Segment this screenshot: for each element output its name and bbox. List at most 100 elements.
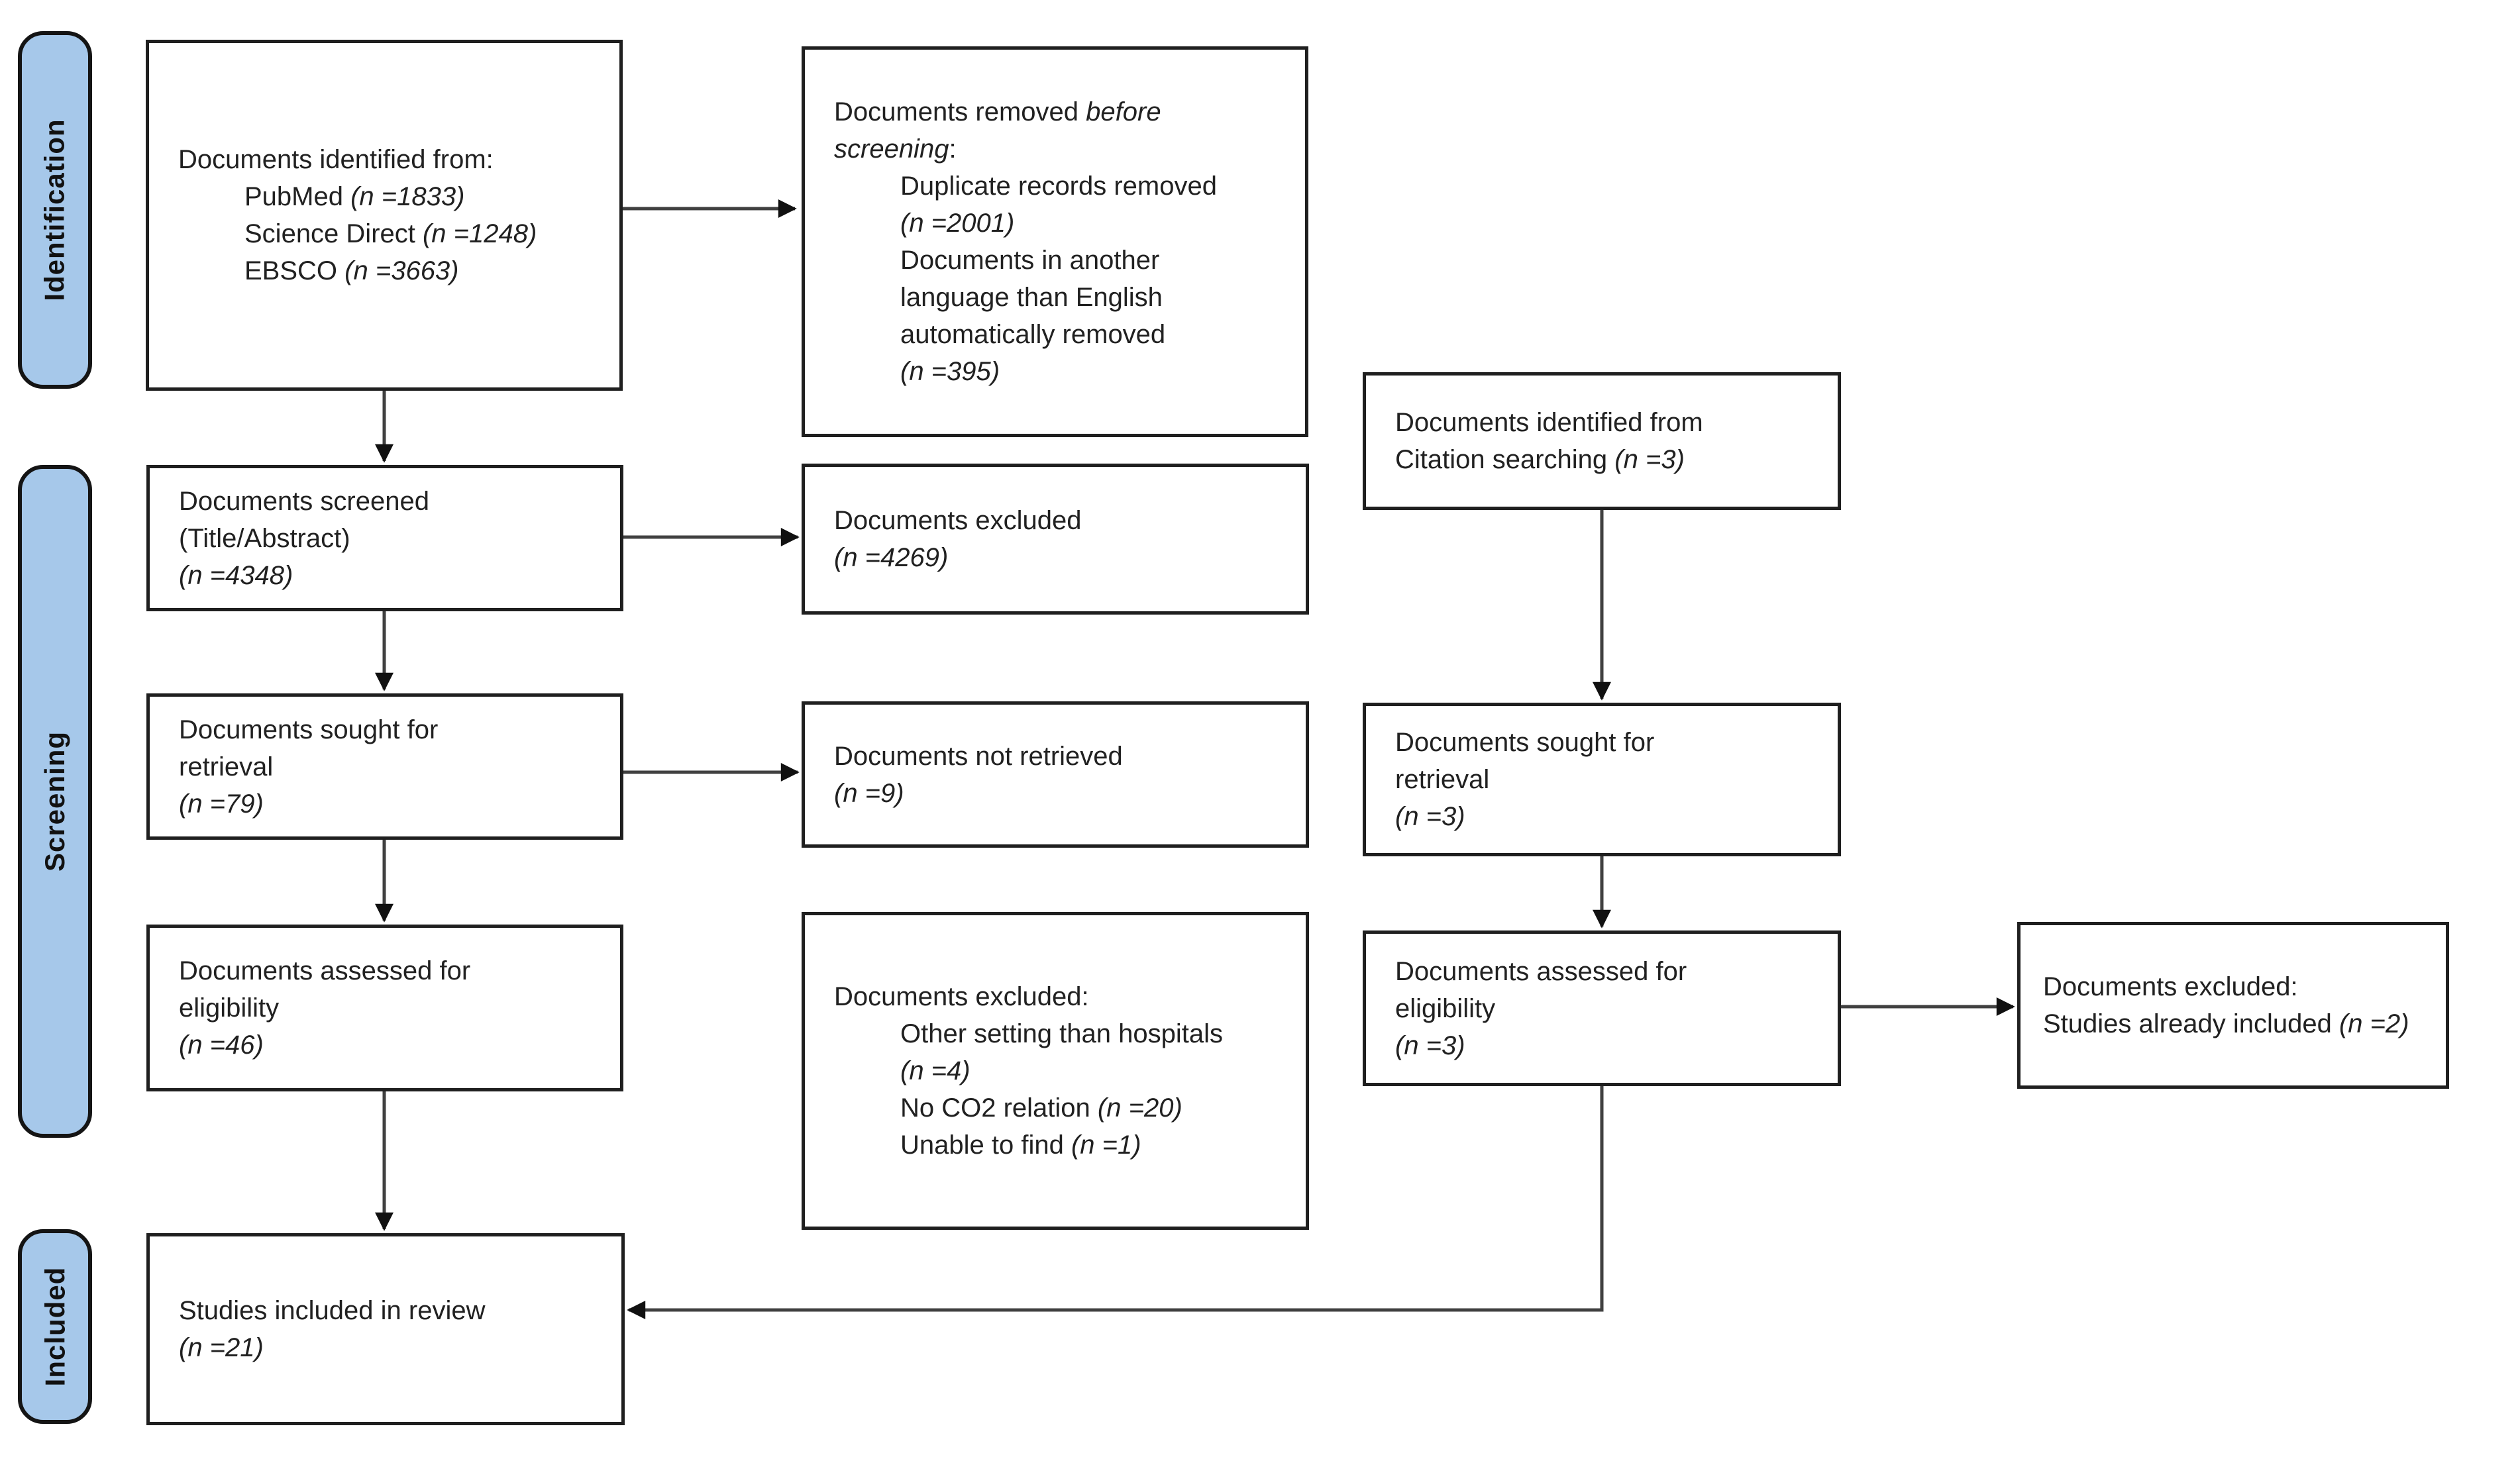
text-run: eligibility <box>179 993 280 1023</box>
text-run: Documents sought for <box>179 715 439 744</box>
box-not-retrieved: Documents not retrieved (n =9) <box>802 701 1309 848</box>
text-line: No CO2 relation (n =20) <box>834 1089 1290 1127</box>
text-line: Documents in another <box>834 242 1289 279</box>
text-run: (Title/Abstract) <box>179 523 350 553</box>
text-run: PubMed <box>244 182 351 211</box>
text-run: (n =20) <box>1097 1093 1182 1123</box>
text-run: (n =1833) <box>350 182 465 211</box>
text-line: (n =21) <box>179 1329 605 1366</box>
text-line: Documents identified from: <box>178 141 604 178</box>
text-run: (n =4) <box>900 1056 971 1085</box>
text-run: Studies included in review <box>179 1296 486 1325</box>
box-identified-databases: Documents identified from: PubMed (n =18… <box>146 40 623 391</box>
text-line: Science Direct (n =1248) <box>178 215 604 252</box>
text-line: (n =4269) <box>834 539 1290 576</box>
text-line: (n =3) <box>1395 1027 1822 1064</box>
text-run: No CO2 relation <box>900 1093 1098 1123</box>
stage-label-text: Screening <box>39 730 71 872</box>
text-run: Documents excluded: <box>2043 972 2298 1001</box>
text-run: Science Direct <box>244 219 423 248</box>
text-line: (n =395) <box>834 353 1289 390</box>
text-line: Studies included in review <box>179 1292 605 1329</box>
text-run: retrieval <box>179 752 274 781</box>
text-line: Documents not retrieved <box>834 738 1290 775</box>
text-line: Documents sought for <box>179 711 604 748</box>
text-line: eligibility <box>1395 990 1822 1027</box>
arrow-citation-assessed-to-included <box>627 1086 1604 1319</box>
text-run: Documents identified from: <box>178 145 494 174</box>
text-line: language than English <box>834 279 1289 316</box>
text-run: Documents screened <box>179 486 429 516</box>
text-line: (n =9) <box>834 775 1290 812</box>
text-run: Documents excluded: <box>834 982 1089 1011</box>
text-run: screening <box>834 134 949 164</box>
text-run: Duplicate records removed <box>900 172 1217 201</box>
stage-label-screening: Screening <box>18 465 92 1138</box>
text-line: Documents excluded: <box>2043 968 2430 1005</box>
text-line: eligibility <box>179 989 604 1027</box>
text-line: retrieval <box>1395 761 1822 798</box>
box-citation-identified: Documents identified from Citation searc… <box>1363 372 1841 510</box>
text-line: EBSCO (n =3663) <box>178 252 604 289</box>
text-run: Documents assessed for <box>1395 956 1687 986</box>
text-line: Documents screened <box>179 483 604 520</box>
box-sought-retrieval: Documents sought for retrieval (n =79) <box>146 693 623 840</box>
box-included-studies: Studies included in review (n =21) <box>146 1233 625 1425</box>
box-excluded-citation: Documents excluded: Studies already incl… <box>2017 922 2449 1089</box>
text-run: Documents assessed for <box>179 956 471 985</box>
text-run: Documents sought for <box>1395 728 1655 757</box>
text-run: Documents identified from <box>1395 408 1703 437</box>
text-line: Documents identified from <box>1395 404 1822 441</box>
stage-label-text: Identification <box>39 119 70 301</box>
text-run: Documents not retrieved <box>834 741 1123 771</box>
text-line: screening: <box>834 130 1289 168</box>
text-line: Documents excluded <box>834 502 1290 539</box>
text-run: language than English <box>900 283 1163 312</box>
text-run: (n =46) <box>179 1030 264 1060</box>
text-line: Documents removed before <box>834 93 1289 130</box>
text-line: Documents assessed for <box>1395 953 1822 990</box>
text-run: (n =2001) <box>900 209 1015 238</box>
box-assessed-eligibility: Documents assessed for eligibility (n =4… <box>146 925 623 1091</box>
text-run: Documents removed <box>834 97 1086 126</box>
text-run: Studies already included <box>2043 1009 2339 1038</box>
text-run: Unable to find <box>900 1130 1071 1160</box>
text-line: Documents assessed for <box>179 952 604 989</box>
box-excluded-screening: Documents excluded (n =4269) <box>802 464 1309 615</box>
text-line: PubMed (n =1833) <box>178 178 604 215</box>
text-run: (n =9) <box>834 778 904 808</box>
text-line: Duplicate records removed <box>834 168 1289 205</box>
text-line: Documents sought for <box>1395 724 1822 761</box>
text-run: eligibility <box>1395 993 1496 1023</box>
text-line: Studies already included (n =2) <box>2043 1005 2430 1042</box>
text-line: Unable to find (n =1) <box>834 1127 1290 1164</box>
text-line: (n =3) <box>1395 798 1822 835</box>
text-line: (n =4348) <box>179 557 604 594</box>
text-run: (n =4348) <box>179 560 293 590</box>
text-run: (n =3) <box>1395 802 1465 831</box>
box-citation-assessed-eligibility: Documents assessed for eligibility (n =3… <box>1363 930 1841 1086</box>
stage-label-identification: Identification <box>18 31 92 389</box>
text-run: automatically removed <box>900 320 1166 349</box>
box-removed-before-screening: Documents removed before screening: Dupl… <box>802 46 1308 437</box>
text-line: retrieval <box>179 748 604 785</box>
text-run: (n =1) <box>1071 1130 1141 1160</box>
box-screened: Documents screened (Title/Abstract) (n =… <box>146 465 623 611</box>
text-run: (n =1248) <box>422 219 537 248</box>
text-run: (n =3) <box>1614 445 1685 474</box>
text-run: retrieval <box>1395 765 1490 794</box>
box-citation-sought-retrieval: Documents sought for retrieval (n =3) <box>1363 703 1841 856</box>
text-run: Other setting than hospitals <box>900 1019 1223 1048</box>
text-line: Other setting than hospitals <box>834 1015 1290 1052</box>
text-run: (n =395) <box>900 357 1000 386</box>
box-excluded-eligibility: Documents excluded: Other setting than h… <box>802 912 1309 1230</box>
text-run: EBSCO <box>244 256 345 285</box>
text-run: (n =4269) <box>834 543 949 572</box>
text-line: (Title/Abstract) <box>179 520 604 557</box>
text-run: before <box>1086 97 1161 126</box>
text-run: (n =3) <box>1395 1030 1465 1060</box>
text-line: automatically removed <box>834 316 1289 353</box>
text-run: : <box>949 134 957 164</box>
